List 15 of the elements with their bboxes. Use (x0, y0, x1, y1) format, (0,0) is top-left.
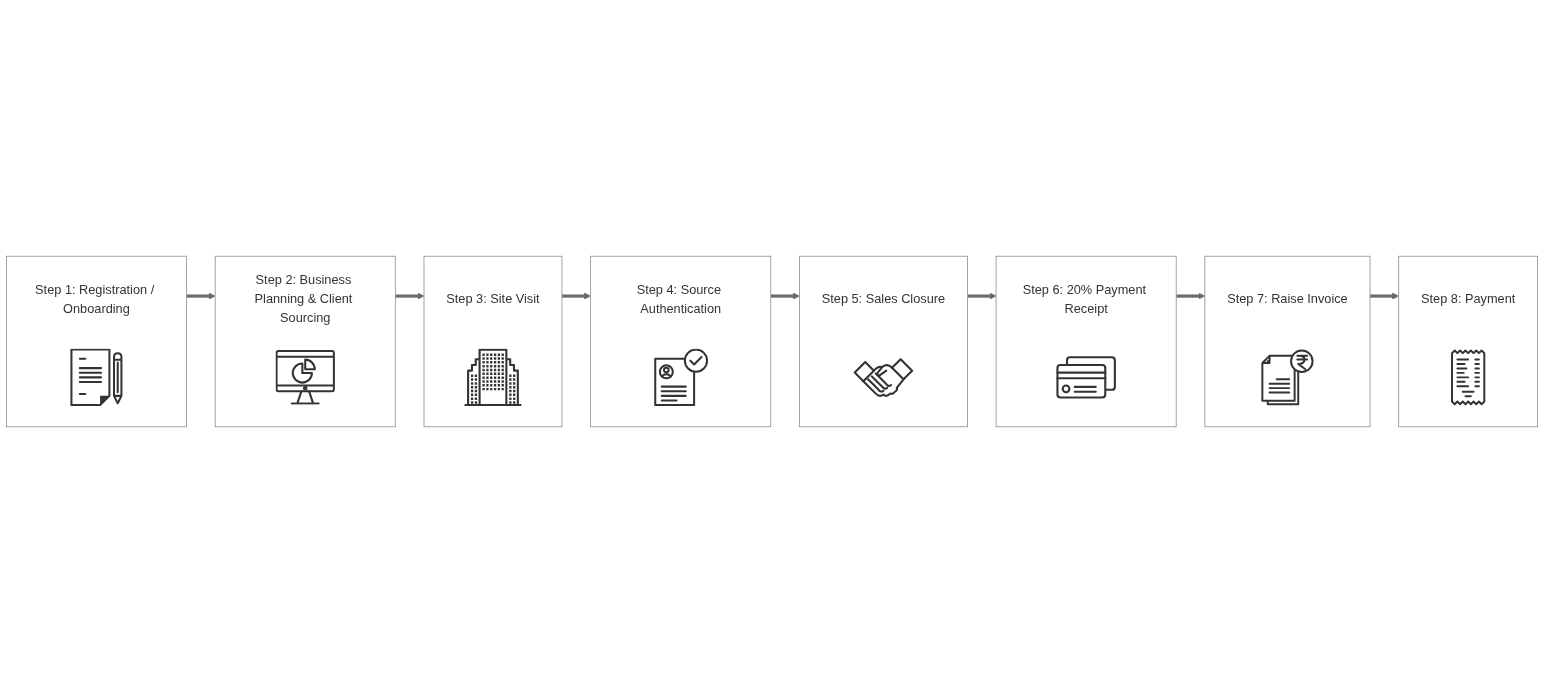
arrow (1176, 292, 1206, 300)
node-box: Step 5: Sales Closure (799, 255, 968, 428)
node-box: Step 7: Raise Invoice (1204, 255, 1371, 428)
node-box: Step 1: Registration / Onboarding (5, 255, 187, 428)
arrow (186, 292, 216, 300)
node-box: Step 8: Payment (1398, 255, 1538, 428)
node-box: Step 4: Source Authentication (590, 255, 772, 428)
node-box: Step 6: 20% Payment Receipt (995, 255, 1177, 428)
arrow (561, 292, 591, 300)
arrow (770, 292, 800, 300)
node-box: Step 3: Site Visit (423, 255, 563, 428)
node-box: Step 2: Business Planning & Client Sourcing (214, 255, 396, 428)
arrow (1370, 292, 1400, 300)
arrow (395, 292, 425, 300)
arrow (967, 292, 997, 300)
